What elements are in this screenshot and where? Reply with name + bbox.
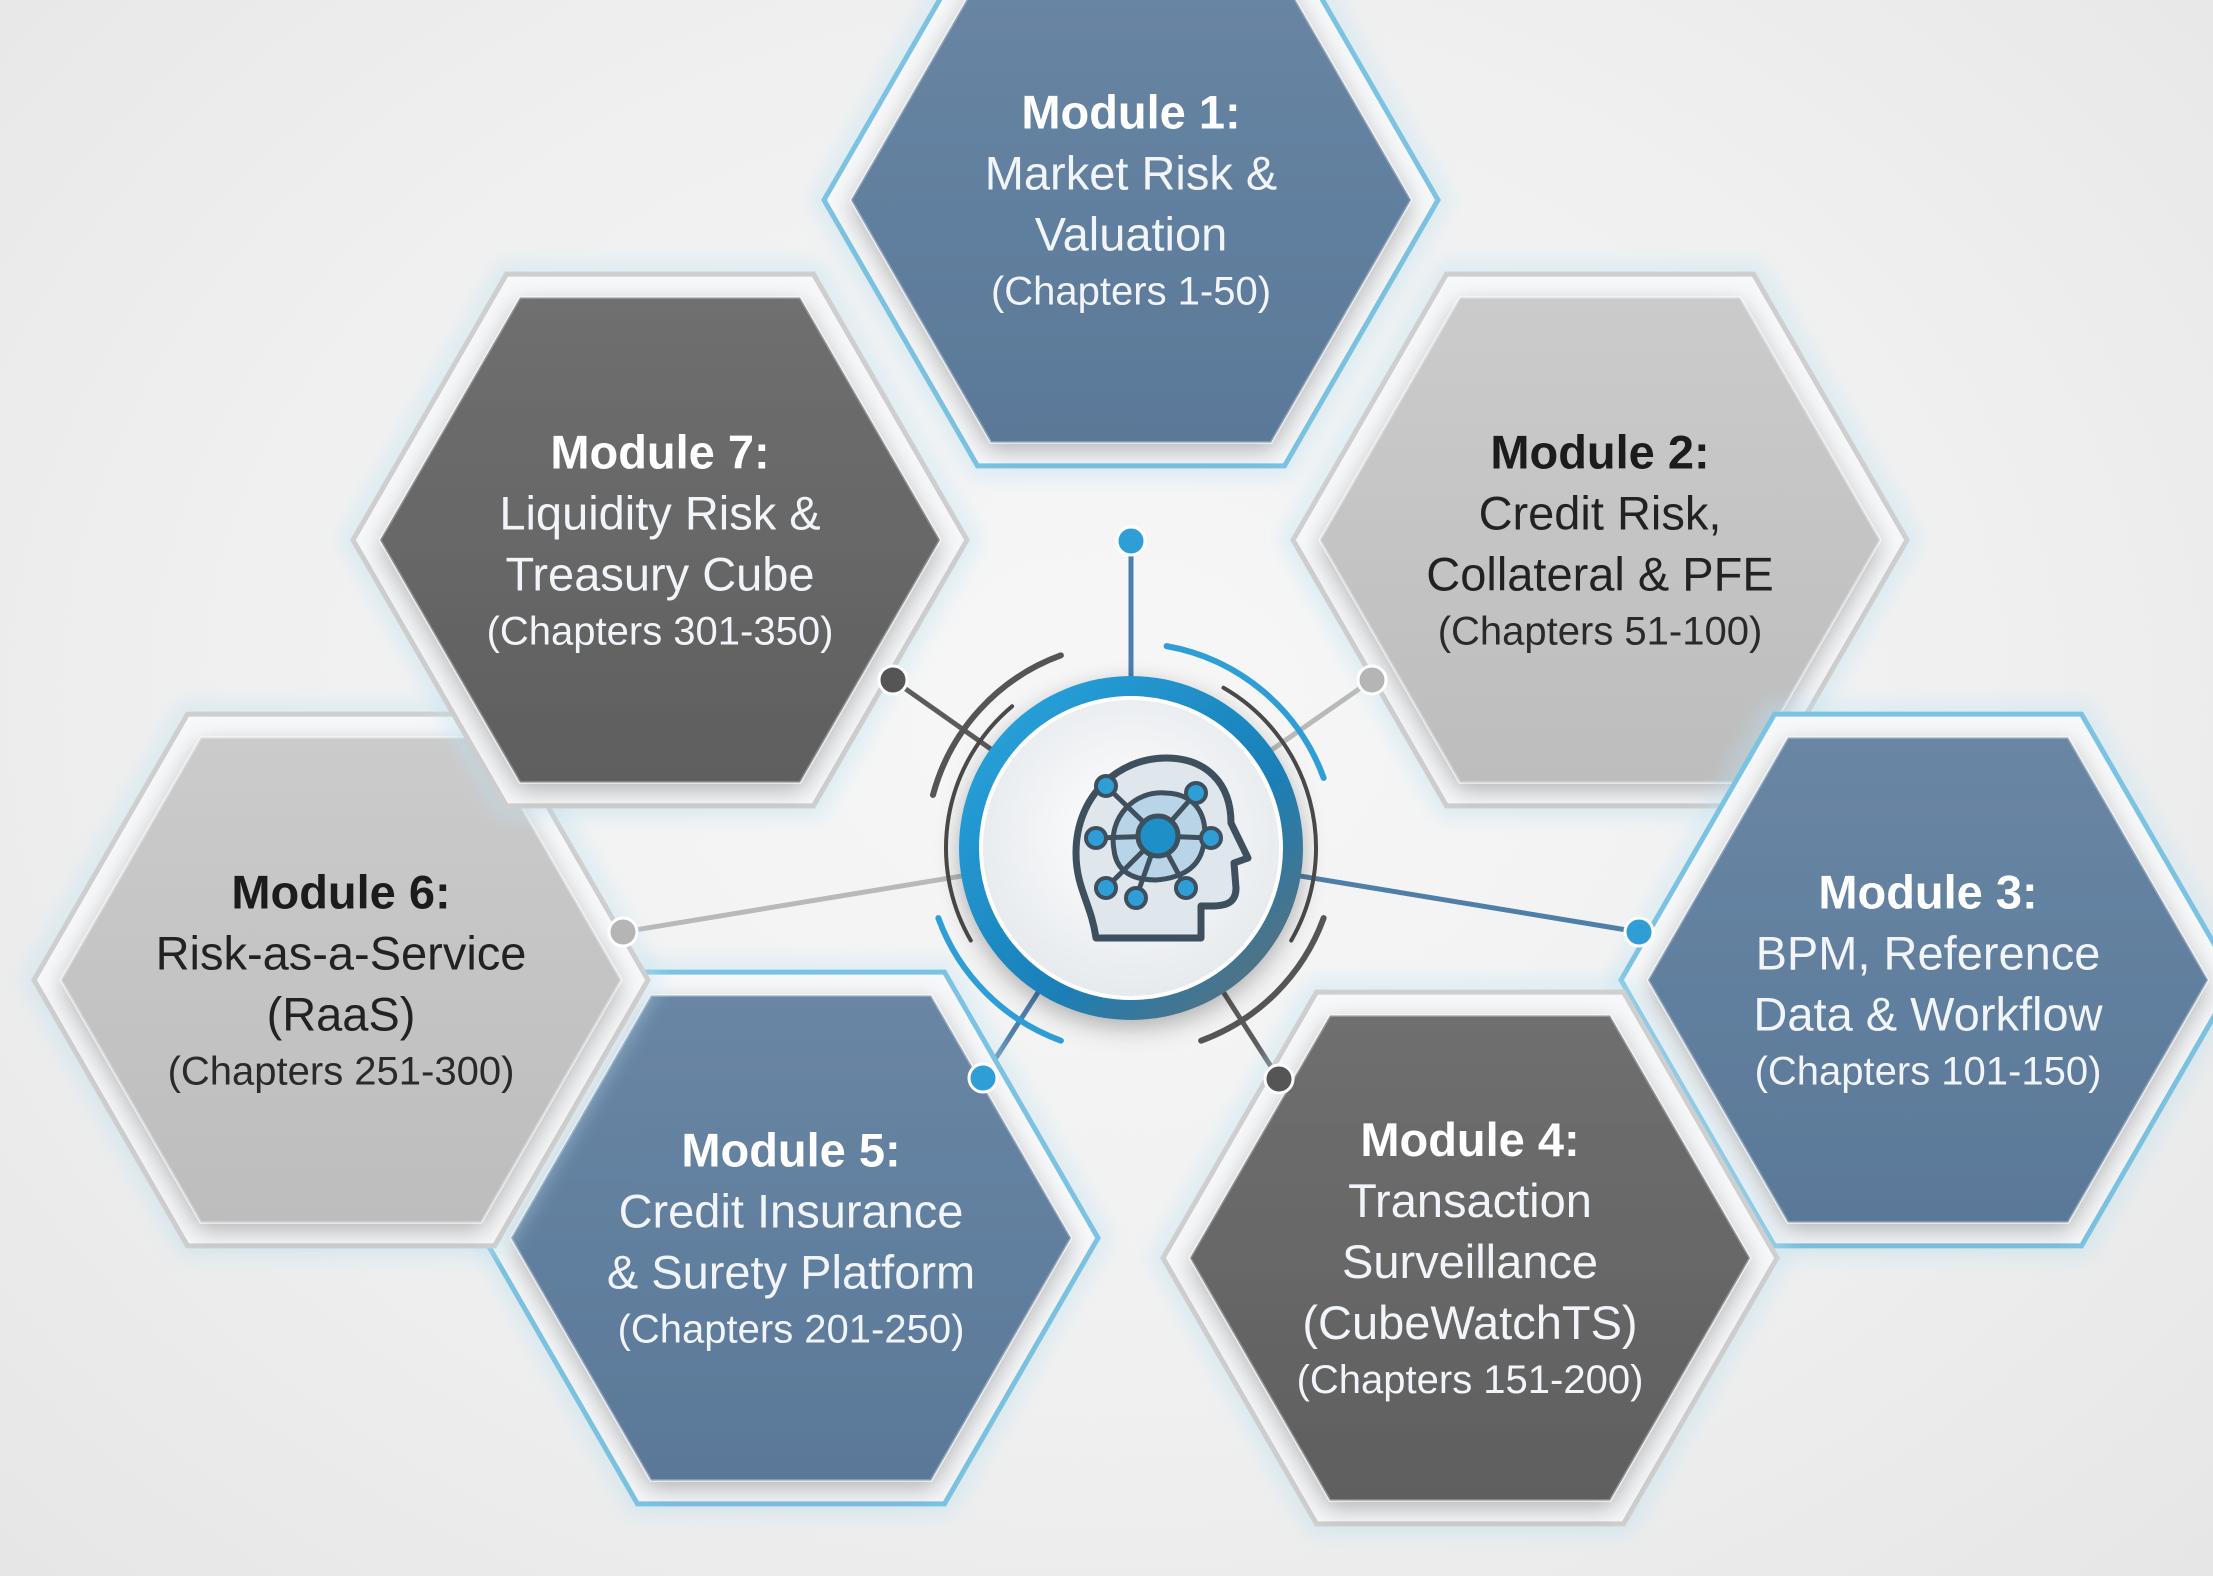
module-4-hexagon[interactable] xyxy=(1153,983,1787,1533)
connector-node xyxy=(607,916,639,948)
ai-brain-head-icon xyxy=(1072,754,1252,942)
connector-node xyxy=(1623,916,1655,948)
hub-orbit-arc xyxy=(935,915,1064,1044)
connector-node xyxy=(967,1062,999,1094)
connector-node xyxy=(1356,664,1388,696)
hexagon-body xyxy=(378,296,942,784)
hub-orbit-arc xyxy=(1163,643,1327,781)
module-5-hexagon[interactable] xyxy=(474,963,1108,1513)
hub-orbit-arcs xyxy=(929,643,1327,1044)
connector-node xyxy=(1115,525,1147,557)
hub-orbit-arc xyxy=(1198,915,1327,1044)
hexagon-body xyxy=(1188,1014,1752,1502)
module-3-hexagon[interactable] xyxy=(1611,705,2213,1255)
hexagon-body xyxy=(849,0,1413,444)
hexagon-body xyxy=(1646,736,2210,1224)
hexagon-body xyxy=(509,994,1073,1482)
hexagon-glow xyxy=(343,265,977,815)
hub-orbit-arc xyxy=(944,704,1015,943)
connector-node xyxy=(1263,1063,1295,1095)
central-hub xyxy=(929,643,1327,1044)
hexagon-glow xyxy=(1611,705,2213,1255)
connector-node xyxy=(877,664,909,696)
module-hexagons xyxy=(24,0,2213,1533)
hexagon-glow xyxy=(814,0,1448,475)
hub-orbit-arc xyxy=(1221,685,1318,943)
module-1-hexagon[interactable] xyxy=(814,0,1448,475)
hexagon-glow xyxy=(1153,983,1787,1533)
hub-orbit-arc xyxy=(929,652,1064,798)
module-7-hexagon[interactable] xyxy=(343,265,977,815)
module-6-hexagon[interactable] xyxy=(24,705,658,1255)
